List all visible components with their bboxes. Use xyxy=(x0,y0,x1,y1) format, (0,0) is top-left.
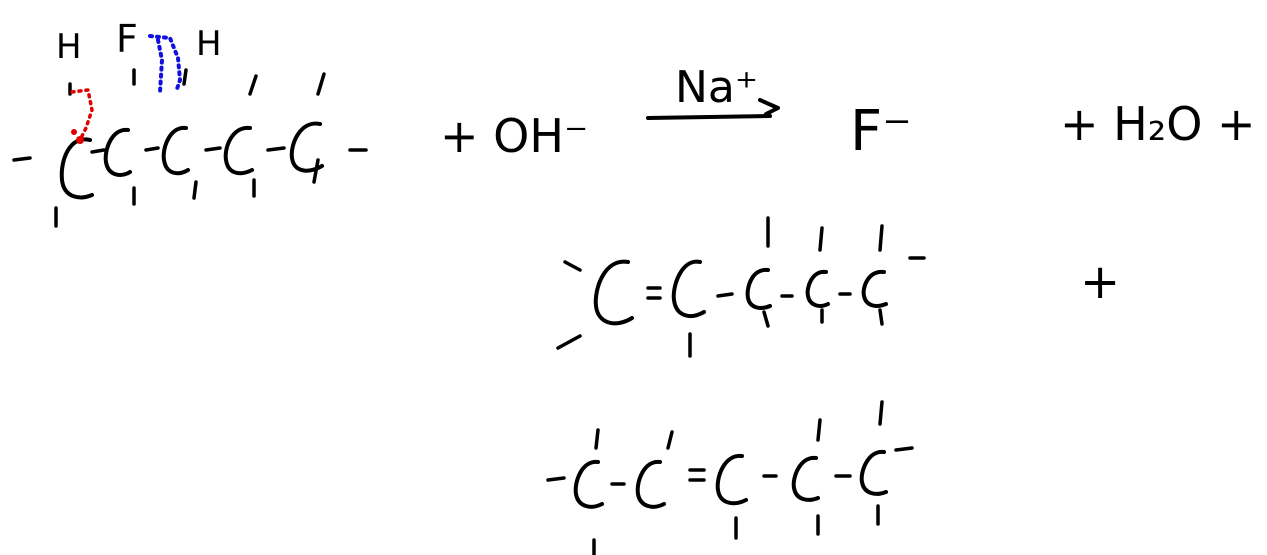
reagent-hydroxide: + OH⁻ xyxy=(440,109,588,163)
alkene1-carbon-5 xyxy=(861,269,888,308)
reaction-arrow xyxy=(646,114,772,120)
alkene1-carbon-1 xyxy=(593,259,634,326)
products-row-1: F⁻ + H₂O + xyxy=(850,97,1256,164)
product-fluoride: F⁻ xyxy=(850,99,912,164)
alkene2-carbon-3 xyxy=(715,453,748,506)
plus-sign-middle: + xyxy=(1080,254,1120,310)
reactant-molecule: H F H xyxy=(12,17,368,228)
carbon-2 xyxy=(103,127,132,177)
catalyst-sodium: Na⁺ xyxy=(675,62,758,113)
alkene1-carbon-2 xyxy=(671,259,706,318)
alkene1-carbon-4 xyxy=(805,269,830,308)
carbon-5 xyxy=(289,121,324,173)
carbon-1 xyxy=(59,137,94,200)
product-water: + H₂O + xyxy=(1060,97,1256,151)
blue-electron-arrow xyxy=(148,34,183,94)
red-electron-arrow xyxy=(70,88,94,142)
alkene2-carbon-4 xyxy=(791,455,820,502)
carbon-3 xyxy=(161,125,190,176)
alkene2-carbon-5 xyxy=(859,449,888,496)
alkene-product-2 xyxy=(546,400,914,555)
alkene1-carbon-3 xyxy=(745,267,772,310)
alkene-product-1: + xyxy=(556,216,1120,358)
red-dot-icon xyxy=(76,136,84,144)
carbon-4 xyxy=(223,125,254,176)
alkene2-carbon-2 xyxy=(635,459,666,509)
label-fluorine: F xyxy=(116,17,138,61)
label-h-right: H xyxy=(196,24,222,64)
alkene2-carbon-1 xyxy=(573,459,604,509)
label-h-left: H xyxy=(56,27,82,67)
reagent-group: + OH⁻ Na⁺ xyxy=(440,62,780,163)
